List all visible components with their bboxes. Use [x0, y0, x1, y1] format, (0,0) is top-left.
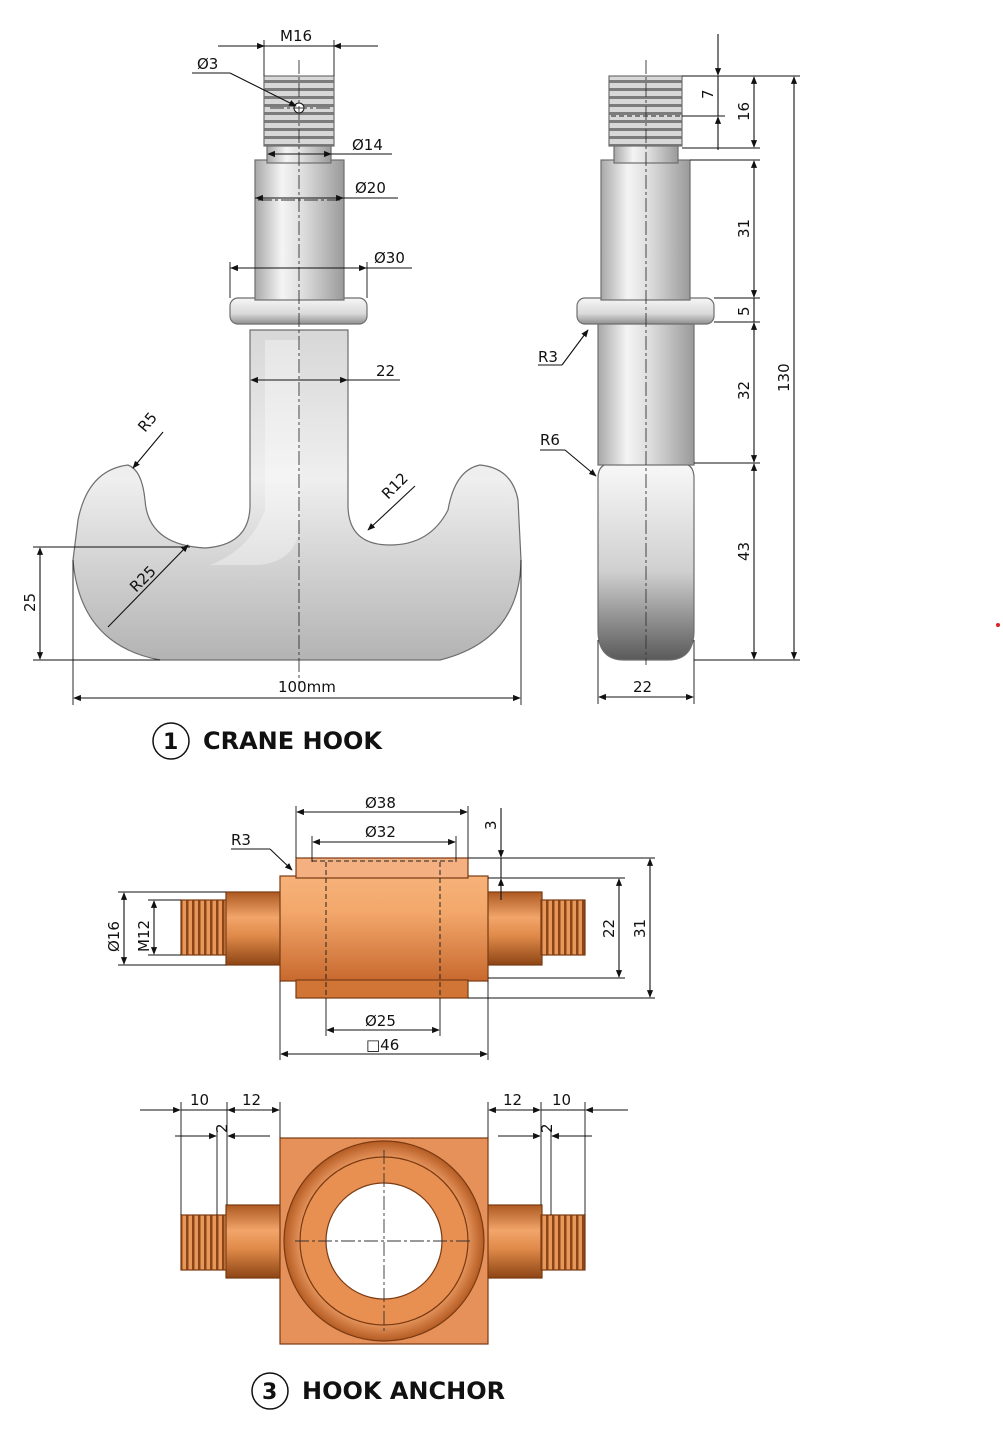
dim-side-16: 16 [735, 102, 753, 121]
part-3-title: HOOK ANCHOR [302, 1377, 505, 1405]
side-shank [600, 159, 691, 301]
anchor-right-thread [540, 899, 586, 956]
part-3-number: 3 [262, 1380, 277, 1405]
dim-side-7: 7 [699, 89, 717, 99]
dim-square: □46 [366, 1036, 399, 1054]
dim-pin-hole: Ø3 [197, 55, 218, 73]
hook-anchor-top-dimensions: 10 12 2 12 10 2 [140, 1091, 628, 1215]
top-left-pin [225, 1204, 283, 1279]
crane-hook-front-view [72, 60, 522, 685]
dim-side-43: 43 [735, 542, 753, 561]
hook-anchor-top-view [180, 1137, 586, 1345]
hook-anchor-front-view [180, 857, 586, 999]
dim-left-shoulder-len: 12 [242, 1091, 261, 1109]
hook-anchor-front-dimensions: Ø38 Ø32 R3 Ø16 M12 3 22 31 [105, 794, 655, 1060]
dim-outer-bore: Ø38 [365, 794, 396, 812]
dim-height-inner: 22 [600, 919, 618, 938]
anchor-bottom-flange [295, 979, 469, 999]
side-thread [608, 75, 683, 147]
dim-right-shoulder-len: 12 [503, 1091, 522, 1109]
dim-right-thread-len: 10 [552, 1091, 571, 1109]
dim-hole: Ø25 [365, 1012, 396, 1030]
part-1-caption: 1 CRANE HOOK [152, 722, 383, 760]
dim-thread: M16 [280, 27, 312, 45]
dim-thread-root: Ø14 [352, 136, 383, 154]
side-collar [576, 297, 715, 325]
crane-hook-side-view [576, 60, 715, 665]
top-right-thread [540, 1214, 586, 1271]
dim-side-thickness: 22 [633, 678, 652, 696]
crane-hook-front-dimensions: M16 Ø3 Ø14 Ø20 Ø30 22 R5 R12 R25 25 [21, 27, 522, 705]
anchor-top-flange [295, 857, 469, 879]
anchor-left-pin [225, 891, 283, 966]
dim-recess: 3 [482, 820, 500, 830]
dim-side-5: 5 [735, 306, 753, 316]
part-3-caption: 3 HOOK ANCHOR [251, 1372, 505, 1410]
dim-side-31: 31 [735, 219, 753, 238]
dim-pin-dia: Ø16 [105, 921, 123, 952]
dim-inner-bore: Ø32 [365, 823, 396, 841]
marker-dot [996, 623, 1000, 627]
dim-height: 25 [21, 593, 39, 612]
dim-inner-radius: R12 [378, 469, 412, 503]
hook-inner-shade [210, 340, 300, 565]
crane-hook-side-dimensions: 7 16 31 5 32 43 130 R3 R6 22 [538, 34, 800, 704]
dim-side-r3: R3 [538, 348, 558, 366]
dim-height-total: 31 [631, 919, 649, 938]
dim-side-32: 32 [735, 381, 753, 400]
part-1-title: CRANE HOOK [203, 727, 383, 755]
dim-side-130: 130 [775, 363, 793, 392]
dim-collar: Ø30 [374, 249, 405, 267]
top-left-thread [180, 1214, 228, 1271]
hook-collar [229, 297, 368, 325]
dim-side-r6: R6 [540, 431, 560, 449]
dim-width: 100mm [278, 678, 336, 696]
dim-right-groove: 2 [538, 1123, 556, 1133]
dim-tip-radius: R5 [134, 409, 161, 436]
dim-left-thread-len: 10 [190, 1091, 209, 1109]
anchor-left-thread [180, 899, 228, 956]
top-right-pin [485, 1204, 543, 1279]
anchor-block [279, 875, 489, 982]
dim-neck: 22 [376, 362, 395, 380]
hook-shank [254, 159, 345, 301]
anchor-right-pin [485, 891, 543, 966]
part-1-number: 1 [163, 730, 178, 755]
dim-anchor-thread: M12 [135, 920, 153, 952]
dim-shank: Ø20 [355, 179, 386, 197]
dim-left-groove: 2 [213, 1123, 231, 1133]
dim-anchor-fillet: R3 [231, 831, 251, 849]
